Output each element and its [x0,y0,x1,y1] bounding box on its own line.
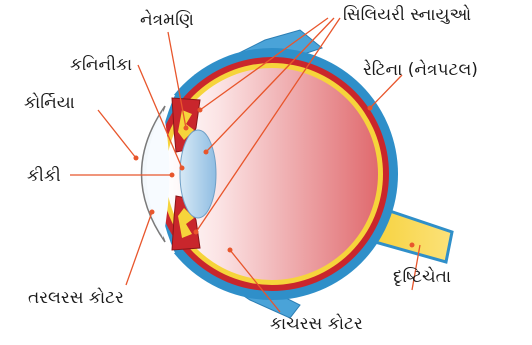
label-iris: નેત્રમણિ [140,9,194,30]
label-aqueous-chamber: તરલરસ કોટર [28,287,124,308]
label-pupil: કીકી [27,166,61,186]
label-vitreous-chamber: કાચરસ કોટર [270,313,363,334]
pointer-cornea [98,110,136,158]
label-optic-nerve: દૃષ્ટિચેતા [393,266,451,287]
label-lens: કનિનીકા [70,55,132,75]
pointer-aqueous [126,212,152,285]
lens [180,130,216,218]
label-retina: રેટિના (નેત્રપટલ) [363,59,478,80]
label-ciliary-muscles: સિલિયરી સ્નાયુઓ [343,4,471,25]
label-cornea: કોર્નિયા [24,92,75,113]
